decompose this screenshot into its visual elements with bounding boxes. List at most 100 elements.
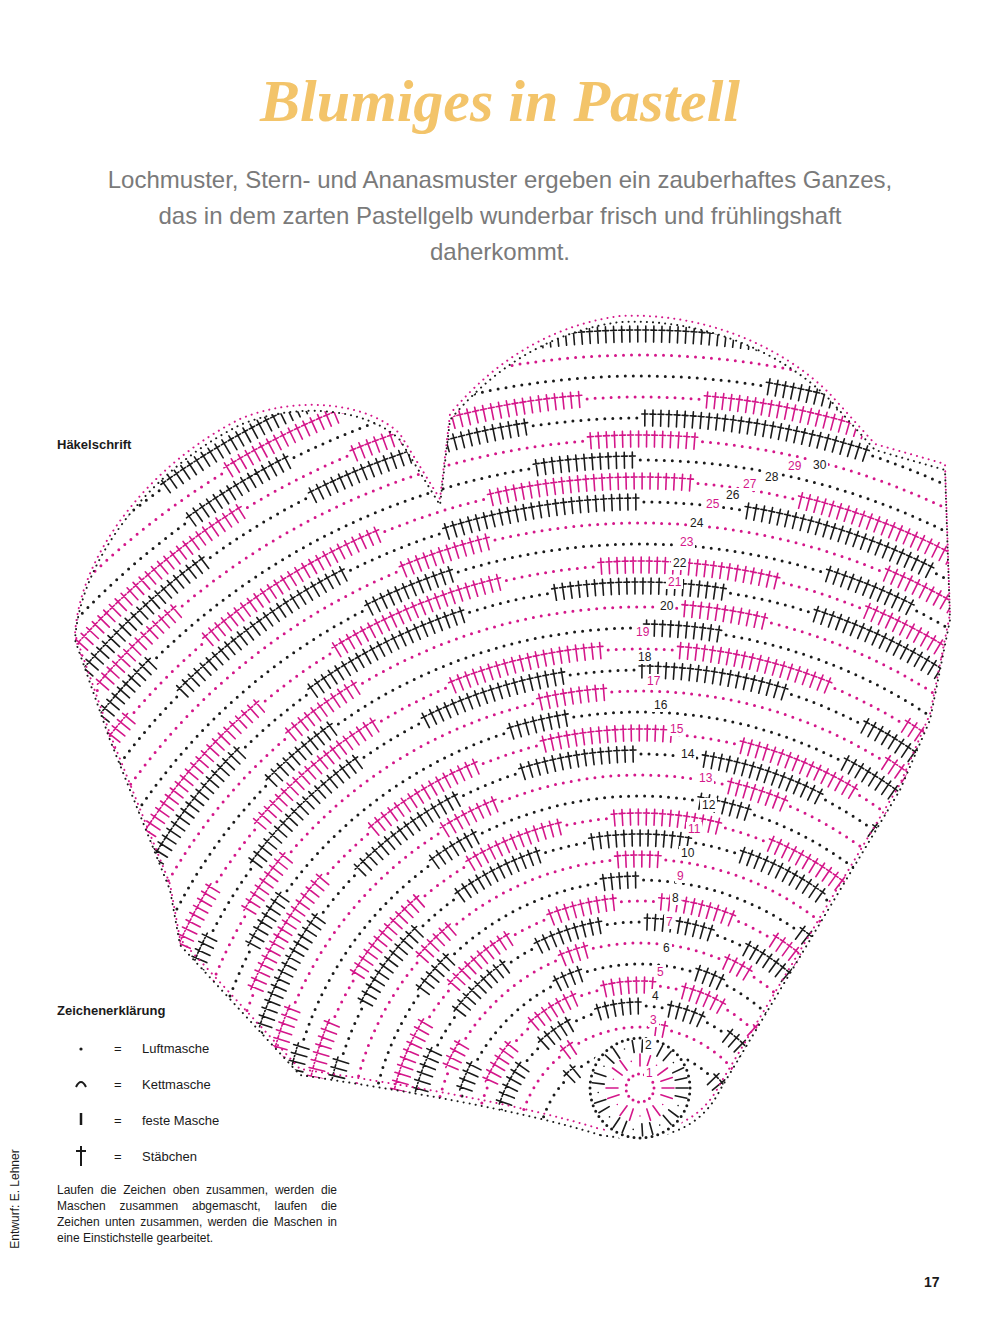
single-crochet-symbol — [80, 1113, 83, 1125]
stitch-row — [0, 370, 1000, 1333]
motif-ground — [586, 1034, 694, 1142]
stitch-row — [131, 643, 1000, 1270]
round-number: 9 — [675, 869, 686, 883]
round-number: 19 — [634, 625, 651, 639]
stitch-row — [362, 872, 918, 1190]
chain-row — [160, 670, 1000, 1269]
stitch-rows — [0, 326, 1000, 1333]
picot-edge — [75, 322, 950, 1138]
round-number: 22 — [671, 556, 688, 570]
chain-row — [249, 754, 1000, 1246]
equals-sign: = — [114, 1041, 122, 1056]
round-number: 23 — [678, 535, 695, 549]
chain-row — [265, 775, 1000, 1237]
chain-row — [118, 628, 1000, 1279]
chain-row — [328, 843, 952, 1196]
round-number: 18 — [636, 650, 653, 664]
stitch-row — [488, 998, 792, 1190]
round-number: 4 — [650, 989, 661, 1003]
stitch-row — [236, 746, 1000, 1252]
equals-sign: = — [114, 1149, 122, 1164]
stitch-row — [341, 851, 939, 1174]
legend-text: feste Masche — [142, 1113, 219, 1128]
round-number: 5 — [655, 965, 666, 979]
chain-row — [392, 901, 888, 1212]
chain-row — [34, 544, 1000, 1300]
chain-row — [350, 860, 930, 1222]
chain-row — [412, 922, 865, 1206]
round-number: 2 — [643, 1038, 654, 1052]
stitch-row — [320, 830, 960, 1231]
equals-sign: = — [114, 1077, 122, 1092]
note-text: Laufen die Zeichen oben zusammen, werden… — [57, 1182, 337, 1246]
motif-ring — [606, 1054, 674, 1120]
chain-row — [0, 484, 1000, 1304]
chain-row — [0, 355, 1000, 1333]
round-number: 6 — [661, 941, 672, 955]
chain-row — [0, 376, 1000, 1333]
round-number: 12 — [700, 798, 717, 812]
round-number: 20 — [658, 599, 675, 613]
stitch-row — [91, 601, 1000, 1281]
round-number: 25 — [704, 497, 721, 511]
motif-ring — [592, 1040, 688, 1136]
chain-row — [1, 502, 1000, 1303]
chain-row — [13, 523, 1000, 1305]
chain-row — [55, 567, 1000, 1279]
legend-text: Stäbchen — [142, 1149, 197, 1164]
double-crochet-symbol — [76, 1146, 86, 1166]
stitch-row — [0, 379, 1000, 1333]
chain-row — [498, 1006, 784, 1181]
chain-row — [433, 943, 847, 1201]
legend-text: Kettmasche — [142, 1077, 211, 1092]
intro-text: Lochmuster, Stern- und Ananasmuster erge… — [100, 162, 900, 270]
slip-stitch-symbol — [76, 1082, 86, 1087]
round-number: 29 — [786, 459, 803, 473]
chain-row — [76, 593, 1000, 1237]
chain-row — [141, 649, 1000, 1274]
design-credit: Entwurf: E. Lehner — [8, 1139, 22, 1259]
chain-row — [0, 397, 1000, 1333]
section-heading: Häkelschrift — [57, 437, 131, 452]
round-number: 30 — [811, 458, 828, 472]
page-title: Blumiges in Pastell — [0, 68, 1000, 134]
motif-ring — [590, 1038, 690, 1138]
stitch-row — [431, 943, 848, 1204]
chain-row — [454, 964, 826, 1196]
round-number: 21 — [666, 575, 683, 589]
round-number: 15 — [668, 722, 685, 736]
stitch-row — [0, 410, 1000, 1333]
equals-sign: = — [114, 1113, 122, 1128]
round-number: 7 — [664, 915, 675, 929]
chain-row — [307, 819, 972, 1225]
round-number: 1 — [644, 1066, 655, 1080]
legend-heading: Zeichenerklärung — [57, 1003, 165, 1018]
stitch-row — [175, 685, 1000, 1261]
chain-row — [97, 607, 1000, 1284]
stitch-row — [24, 534, 1000, 1306]
legend-text: Luftmasche — [142, 1041, 209, 1056]
center-motif — [586, 1034, 694, 1142]
chain-symbol — [79, 1047, 82, 1050]
stitch-row — [383, 894, 897, 1208]
stitch-row — [49, 557, 1000, 1299]
round-number: 8 — [670, 891, 681, 905]
stitch-row — [110, 620, 1000, 1228]
chain-row — [0, 344, 1000, 1273]
page-number: 17 — [924, 1274, 940, 1290]
chain-row — [517, 1027, 763, 1180]
stitch-row — [300, 809, 981, 1236]
legend-symbols — [76, 1047, 86, 1166]
stitch-row — [56, 566, 1000, 964]
round-number: 10 — [679, 846, 696, 860]
round-number: 26 — [724, 488, 741, 502]
stitch-row — [0, 431, 1000, 1206]
stitch-row — [215, 725, 1000, 1257]
picot-edge-pink — [75, 316, 950, 1132]
round-number: 11 — [686, 822, 702, 836]
round-number: 13 — [697, 771, 714, 785]
round-number: 27 — [741, 477, 758, 491]
stitch-row — [152, 662, 1000, 1269]
round-number: 14 — [679, 747, 696, 761]
